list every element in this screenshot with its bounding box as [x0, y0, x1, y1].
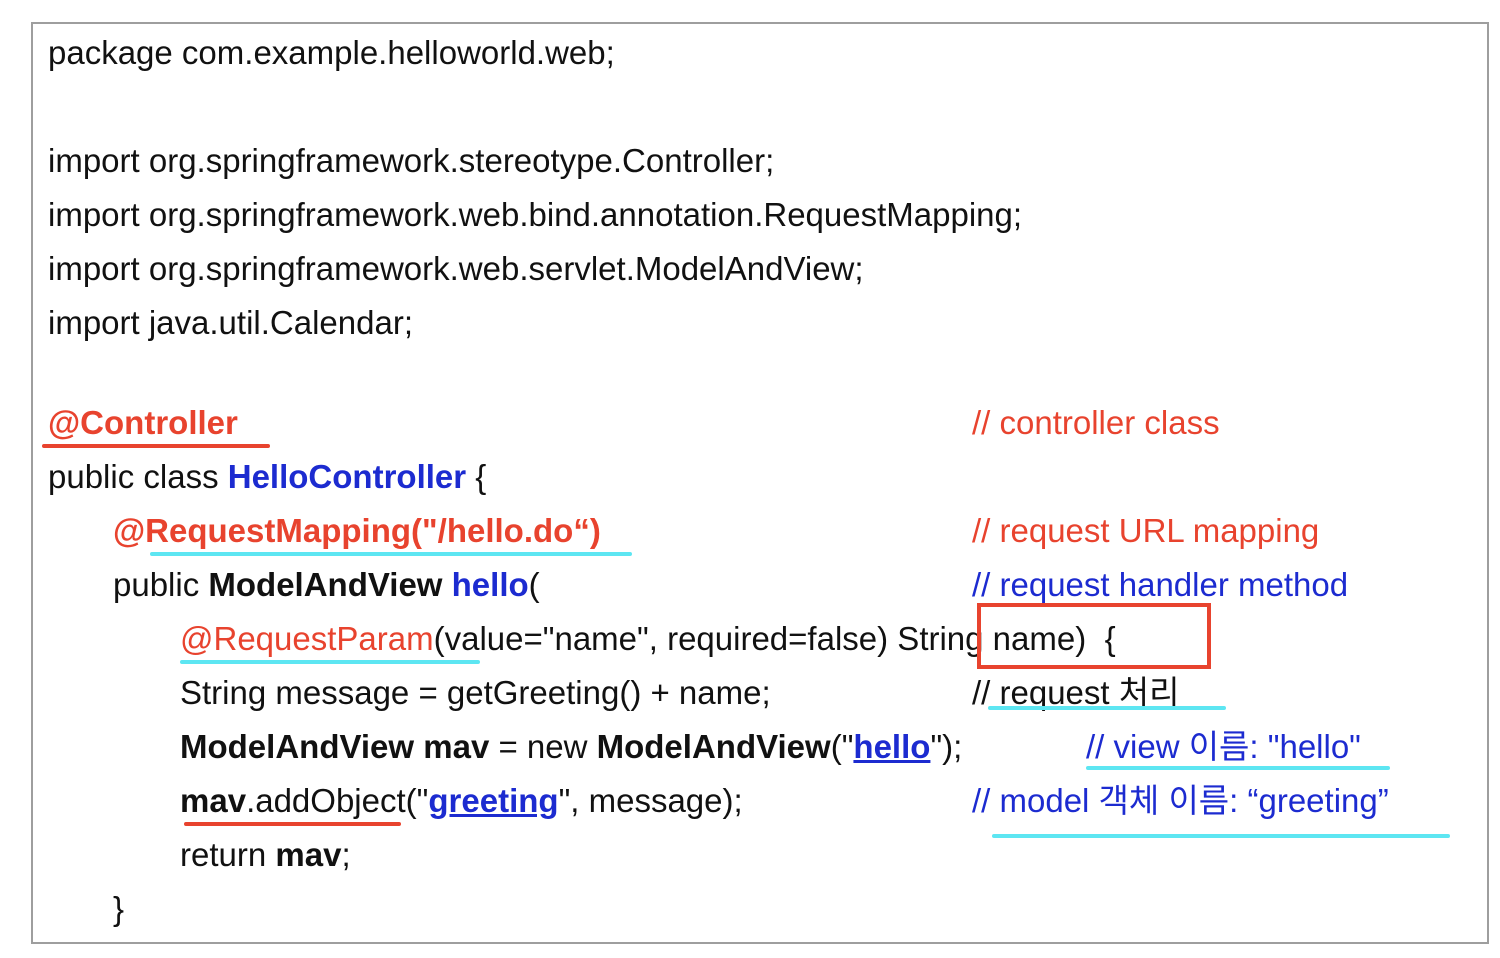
- code-panel: [31, 22, 1489, 944]
- comment-model-name: // model 객체 이름: “greeting”: [972, 782, 1389, 819]
- comment-view-name: // view 이름: "hello": [1086, 728, 1361, 765]
- class-declaration: public class HelloController {: [48, 458, 487, 495]
- view-name-link: hello: [853, 728, 931, 765]
- request-param-underline: [180, 660, 480, 664]
- request-param-annotation: @RequestParam: [180, 620, 434, 657]
- model-key-link: greeting: [428, 782, 559, 819]
- model-name-underline: [992, 834, 1450, 838]
- add-object-underline: [184, 822, 401, 826]
- request-process-underline: [988, 706, 1226, 710]
- view-name-underline: [1086, 766, 1390, 770]
- add-object-line: mav.addObject("greeting", message);: [180, 782, 743, 819]
- comment-request-mapping: // request URL mapping: [972, 512, 1320, 549]
- class-name: HelloController: [227, 458, 467, 495]
- import-line: import java.util.Calendar;: [48, 304, 413, 341]
- package-line: package com.example.helloworld.web;: [48, 34, 615, 71]
- comment-request-process: // request 처리: [972, 674, 1180, 711]
- method-signature: public ModelAndView hello(: [113, 566, 540, 603]
- return-line: return mav;: [180, 836, 351, 873]
- method-name: hello: [451, 566, 529, 603]
- import-line: import org.springframework.web.servlet.M…: [48, 250, 864, 287]
- import-line: import org.springframework.web.bind.anno…: [48, 196, 1023, 233]
- string-name-highlight-box: [977, 603, 1211, 669]
- request-param-line: @RequestParam(value="name", required=fal…: [180, 620, 1116, 657]
- comment-handler-method: // request handler method: [972, 566, 1349, 603]
- closing-brace: }: [113, 890, 125, 927]
- mav-declaration: ModelAndView mav = new ModelAndView("hel…: [180, 728, 963, 765]
- comment-controller-class: // controller class: [972, 404, 1220, 441]
- message-line: String message = getGreeting() + name;: [180, 674, 771, 711]
- controller-underline: [42, 444, 270, 448]
- controller-annotation: @Controller: [48, 404, 238, 441]
- import-line: import org.springframework.stereotype.Co…: [48, 142, 775, 179]
- request-mapping-annotation: @RequestMapping("/hello.do“): [113, 512, 601, 549]
- request-mapping-underline: [150, 552, 632, 556]
